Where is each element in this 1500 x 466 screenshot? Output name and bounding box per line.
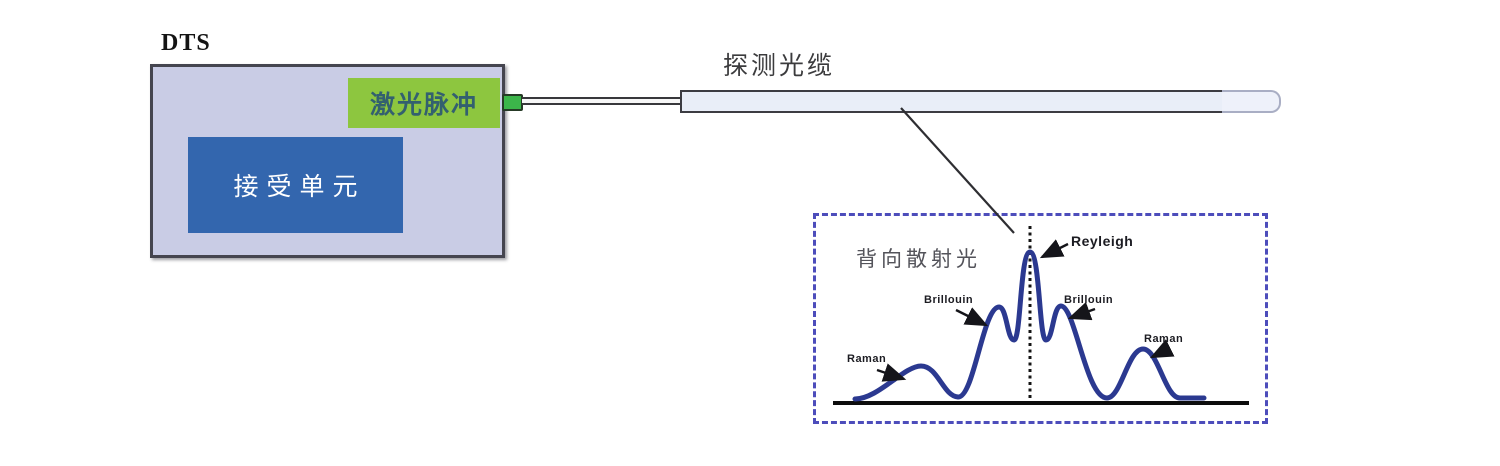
- sensing-cable-body: [680, 90, 1224, 113]
- laser-pulse-box: 激光脉冲: [348, 78, 500, 128]
- peak-label-raman-right: Raman: [1144, 333, 1184, 345]
- cable-label: 探测光缆: [723, 53, 836, 80]
- fiber-pigtail-line: [522, 97, 682, 105]
- receiver-unit-label: 接受单元: [233, 174, 366, 201]
- fiber-connector: [502, 94, 523, 111]
- peak-label-raman-left: Raman: [847, 353, 887, 365]
- peak-label-rayleigh: Reyleigh: [1071, 233, 1134, 249]
- dts-title: DTS: [161, 30, 211, 56]
- peak-label-brillouin-left: Brillouin: [924, 294, 974, 306]
- backscatter-title: 背向散射光: [856, 247, 981, 271]
- laser-pulse-label: 激光脉冲: [369, 92, 478, 119]
- receiver-unit-box: 接受单元: [188, 137, 403, 233]
- sensing-cable-end-cap: [1222, 90, 1281, 113]
- peak-label-brillouin-right: Brillouin: [1064, 294, 1114, 306]
